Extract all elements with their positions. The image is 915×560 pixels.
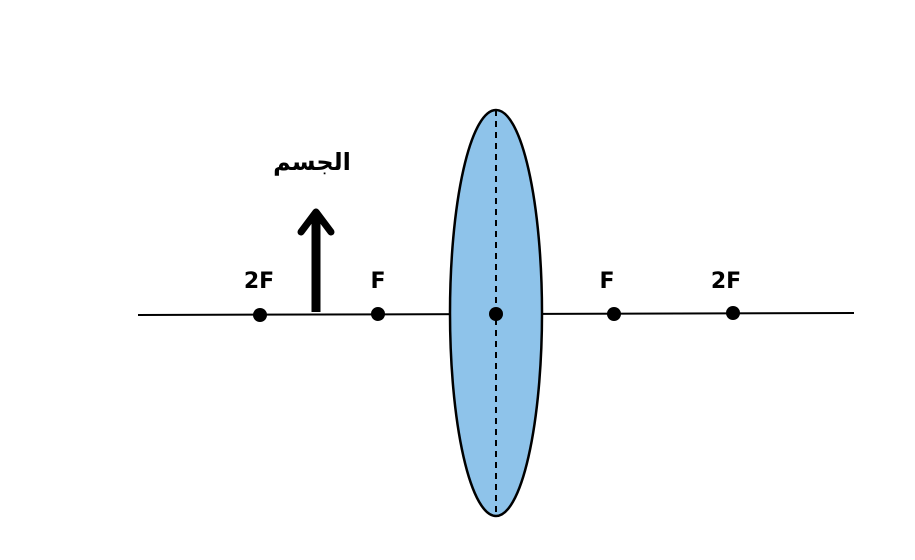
point-2f-right xyxy=(726,306,740,320)
label-2f-left: 2F xyxy=(244,269,274,294)
point-f-left xyxy=(371,307,385,321)
optical-center-point xyxy=(489,307,503,321)
point-2f-left xyxy=(253,308,267,322)
object-label: الجسم xyxy=(273,148,351,176)
label-f-left: F xyxy=(370,269,385,294)
label-2f-right: 2F xyxy=(711,269,741,294)
object-arrow xyxy=(297,208,335,312)
label-f-right: F xyxy=(599,269,614,294)
point-f-right xyxy=(607,307,621,321)
